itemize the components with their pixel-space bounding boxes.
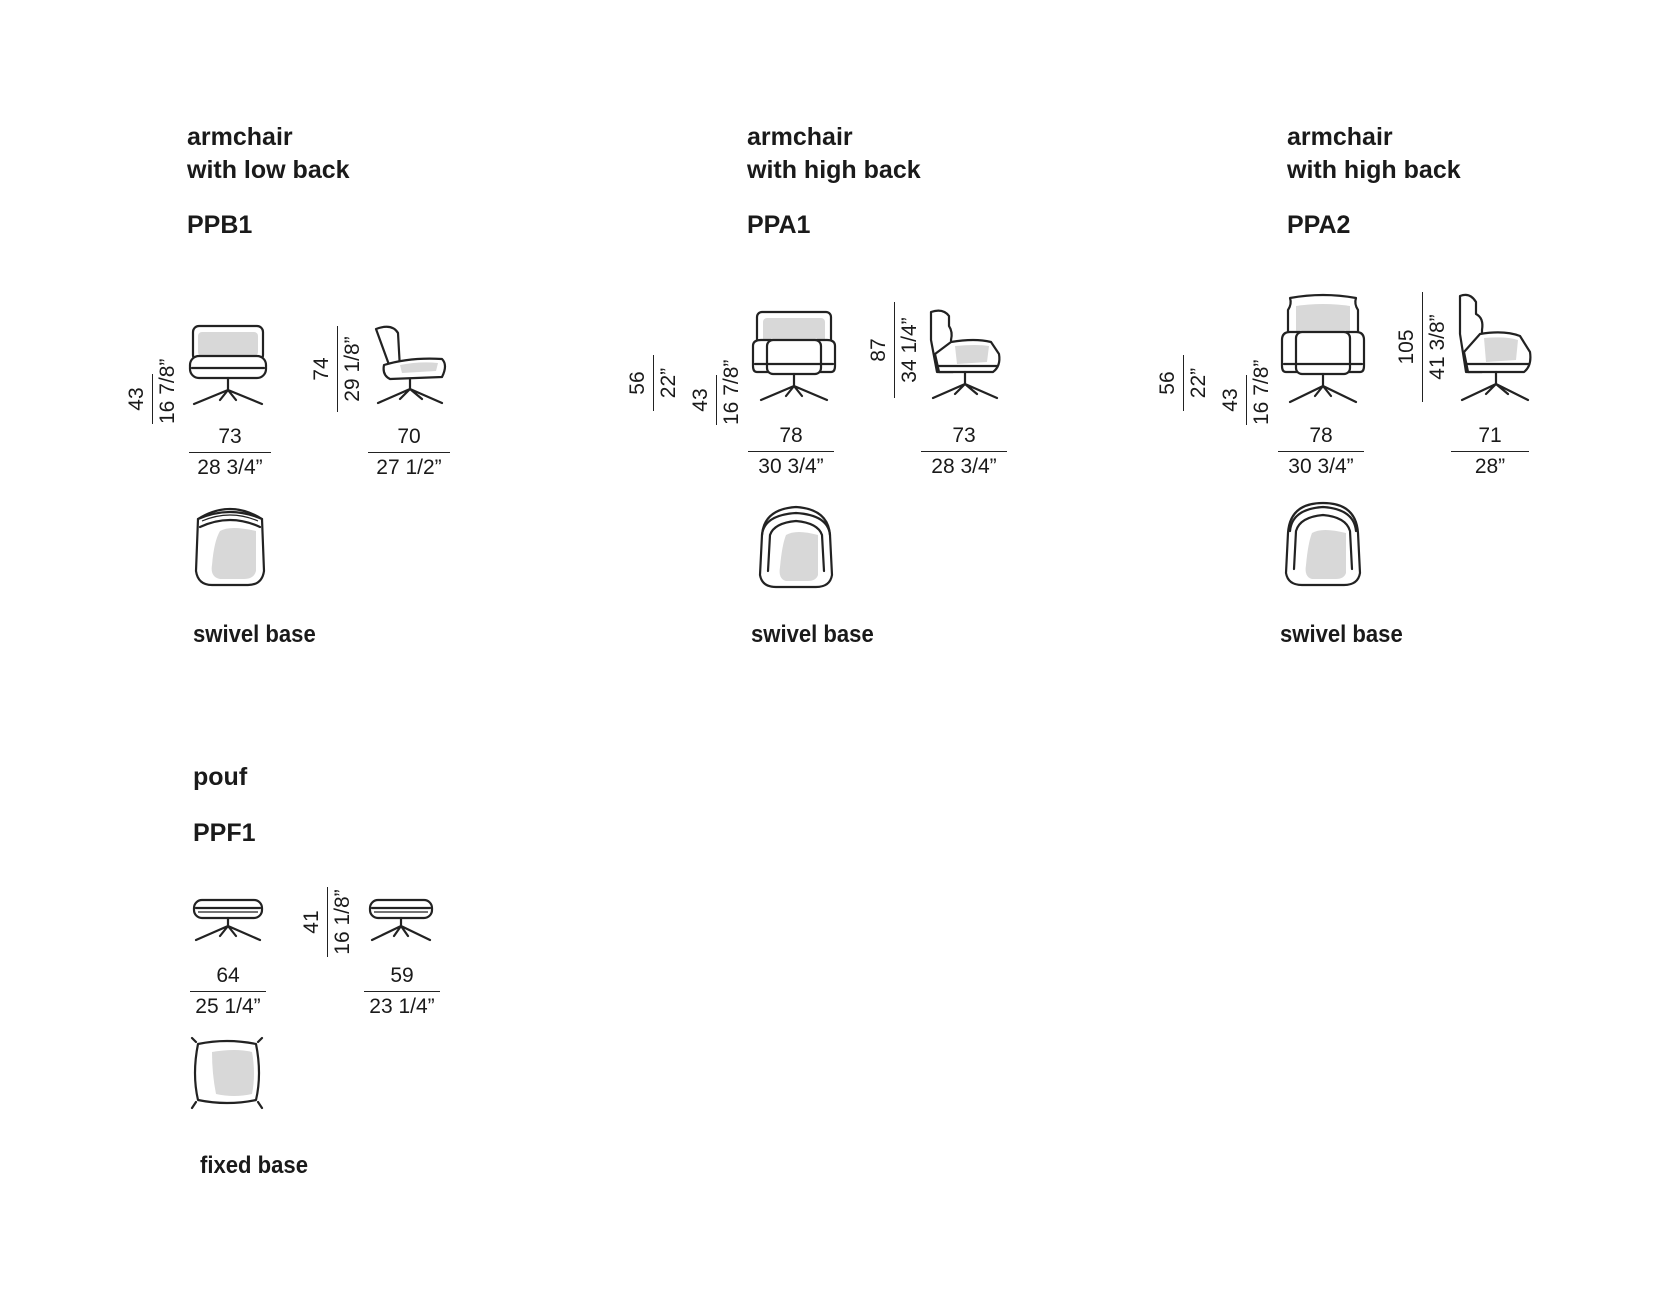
base-type: swivel base: [751, 621, 874, 648]
product-code: PPF1: [193, 819, 256, 847]
title-line-1: pouf: [193, 763, 248, 791]
dim-depth: 59 23 1/4”: [364, 964, 440, 1019]
dim-width: 78 30 3/4”: [748, 424, 834, 479]
dim-seat-height: 43 16 7/8”: [125, 358, 179, 424]
product-title: armchair with high back: [747, 121, 921, 187]
product-code: PPA1: [747, 211, 811, 239]
product-title: armchair with low back: [187, 121, 350, 187]
dim-seat-height: 43 16 7/8”: [1219, 359, 1273, 425]
base-type: fixed base: [200, 1152, 308, 1179]
dim-depth: 73 28 3/4”: [921, 424, 1007, 479]
title-line-2: with low back: [187, 156, 350, 184]
top-view-drawing: [758, 505, 834, 589]
product-title: armchair with high back: [1287, 121, 1461, 187]
front-view-drawing: [1280, 293, 1366, 404]
dim-width: 64 25 1/4”: [190, 964, 266, 1019]
side-view-drawing: [374, 325, 447, 405]
title-line-1: armchair: [747, 123, 853, 151]
dim-depth: 71 28”: [1451, 424, 1529, 479]
title-line-2: with high back: [1287, 156, 1461, 184]
title-line-1: armchair: [1287, 123, 1393, 151]
title-line-1: armchair: [187, 123, 293, 151]
dim-arm-height: 56 22”: [1156, 355, 1211, 411]
side-view-drawing: [1458, 293, 1532, 402]
front-view-drawing: [751, 310, 837, 402]
front-view-drawing: [192, 898, 264, 942]
dim-width: 73 28 3/4”: [189, 425, 271, 480]
product-title: pouf: [193, 761, 247, 794]
product-code: PPB1: [187, 211, 253, 239]
dim-depth: 70 27 1/2”: [368, 425, 450, 480]
dim-seat-height: 43 16 7/8”: [689, 359, 743, 425]
dim-total-height: 87 34 1/4”: [867, 302, 922, 398]
dim-width: 78 30 3/4”: [1278, 424, 1364, 479]
base-type: swivel base: [1280, 621, 1403, 648]
dim-arm-height: 56 22”: [626, 355, 681, 411]
dim-total-height: 105 41 3/8”: [1395, 292, 1450, 402]
top-view-drawing: [1284, 501, 1362, 587]
dim-total-height: 41 16 1/8”: [300, 887, 355, 957]
base-type: swivel base: [193, 621, 316, 648]
side-view-drawing: [368, 898, 434, 942]
dim-total-height: 74 29 1/8”: [310, 326, 365, 412]
front-view-drawing: [188, 324, 268, 406]
top-view-drawing: [190, 1036, 264, 1110]
top-view-drawing: [194, 508, 266, 587]
product-code: PPA2: [1287, 211, 1351, 239]
title-line-2: with high back: [747, 156, 921, 184]
side-view-drawing: [929, 309, 1001, 400]
